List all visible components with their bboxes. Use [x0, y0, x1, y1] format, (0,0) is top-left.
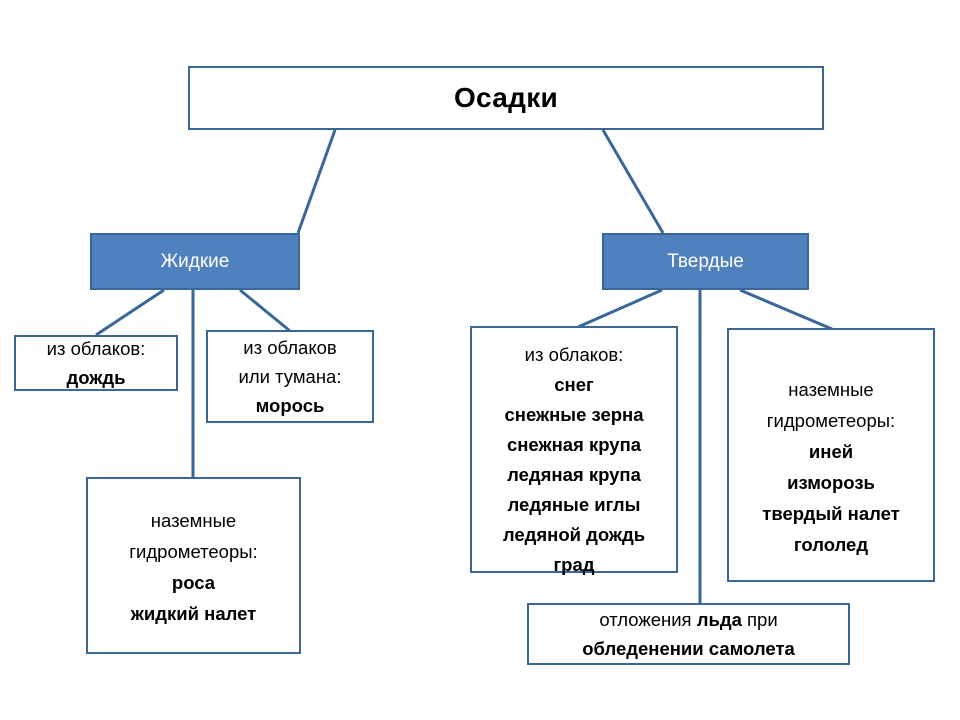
node-snow-line: снег: [554, 374, 594, 395]
connector-liquid-to-rain: [95, 288, 165, 337]
title-text: Осадки: [453, 82, 559, 113]
node-ground-hydrometeors-solid[interactable]: наземные гидрометеоры: иней изморозь тве…: [727, 328, 935, 582]
node-drizzle-line: морось: [255, 395, 325, 416]
node-ground-liquid-line: гидрометеоры:: [129, 541, 258, 562]
node-snow-line: град: [553, 554, 595, 575]
node-drizzle-line: или тумана:: [238, 366, 342, 387]
connector-liquid-to-drizzle: [239, 288, 291, 333]
category-solid[interactable]: Твердые: [602, 233, 809, 290]
node-snow-line: ледяной дождь: [502, 524, 646, 545]
connector-title-to-solid: [601, 129, 665, 234]
node-icing-line-2: обледенении самолета: [582, 638, 795, 659]
node-solid-from-clouds[interactable]: из облаков: снег снежные зерна снежная к…: [470, 326, 678, 575]
node-snow-line: ледяные иглы: [507, 494, 641, 515]
node-rain-line: из облаков:: [46, 337, 146, 359]
category-solid-label: Твердые: [667, 250, 744, 272]
node-drizzle[interactable]: из облаков или тумана: морось: [206, 330, 374, 423]
node-rain-line: дождь: [66, 366, 126, 388]
page-title: Осадки: [188, 66, 824, 130]
icing-pre: отложения: [599, 609, 697, 630]
node-snow-line: снежная крупа: [506, 434, 642, 455]
connector-title-to-liquid: [296, 129, 337, 234]
category-liquid[interactable]: Жидкие: [90, 233, 300, 290]
node-ground-liquid-line: наземные: [150, 510, 237, 531]
node-ground-solid-line: гололед: [793, 534, 869, 555]
node-ground-solid-line: твердый налет: [762, 503, 900, 524]
node-aircraft-icing[interactable]: отложения льда при обледенении самолета: [527, 603, 850, 665]
connector-solid-to-ground-solid: [739, 288, 833, 331]
connector-solid-to-snow: [577, 288, 663, 329]
icing-emphasis: льда: [696, 609, 742, 630]
node-ground-liquid-line: роса: [171, 572, 216, 593]
node-ground-solid-line: гидрометеоры:: [766, 410, 896, 431]
node-ground-solid-line: иней: [808, 441, 854, 462]
icing-post: при: [741, 609, 778, 630]
node-snow-line: ледяная крупа: [507, 464, 641, 485]
category-liquid-label: Жидкие: [160, 250, 230, 272]
node-ground-liquid-line: жидкий налет: [130, 603, 257, 624]
node-ground-solid-line: изморозь: [787, 472, 875, 493]
node-rain[interactable]: из облаков: дождь: [14, 335, 178, 391]
node-snow-line: снежные зерна: [504, 404, 644, 425]
node-snow-line: из облаков:: [524, 344, 624, 365]
node-icing-line-1: отложения льда при: [529, 605, 848, 634]
node-drizzle-line: из облаков: [243, 337, 337, 358]
node-ground-solid-line: наземные: [788, 379, 874, 400]
node-ground-hydrometeors-liquid[interactable]: наземные гидрометеоры: роса жидкий налет: [86, 477, 301, 654]
